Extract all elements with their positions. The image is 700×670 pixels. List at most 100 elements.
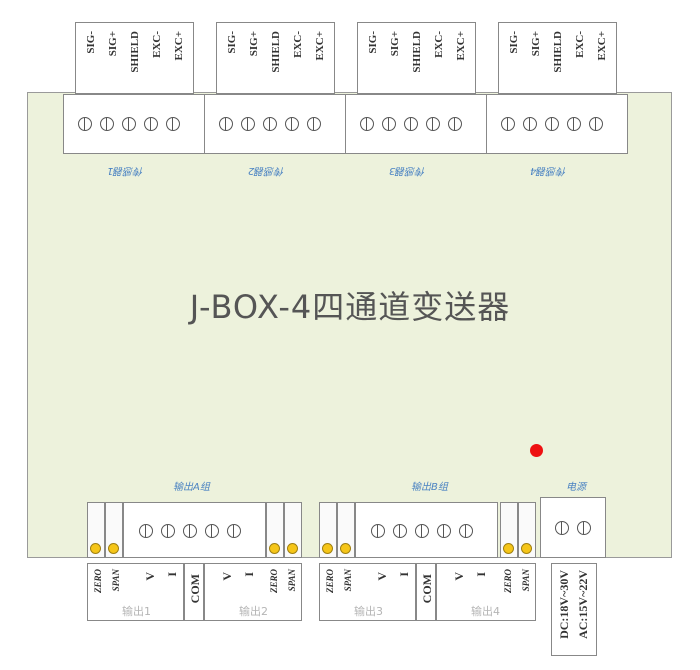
span-trim-led-1[interactable] [108, 543, 119, 554]
screw-terminal-icon[interactable] [382, 117, 396, 131]
pin-sig-minus: SIG- [226, 31, 238, 54]
pin-exc-minus: EXC- [292, 31, 304, 58]
pin-sig-plus: SIG+ [107, 31, 119, 57]
power-dc-spec: DC:18V~30V [557, 570, 571, 639]
output-1-label-box: ZERO SPAN V I 输出1 [87, 563, 184, 621]
screw-terminal-icon[interactable] [426, 117, 440, 131]
pin-sig-minus: SIG- [85, 31, 97, 54]
screw-terminal-icon[interactable] [360, 117, 374, 131]
pin-span: SPAN [343, 569, 353, 592]
zero-trim-led-4[interactable] [503, 543, 514, 554]
output-1-label: 输出1 [122, 605, 151, 618]
screw-terminal-icon[interactable] [183, 524, 197, 538]
pin-exc-plus: EXC+ [596, 31, 608, 61]
screw-terminal-icon[interactable] [307, 117, 321, 131]
screw-terminal-icon[interactable] [404, 117, 418, 131]
zero-trim-led-1[interactable] [90, 543, 101, 554]
screw-terminal-icon[interactable] [567, 117, 581, 131]
screw-terminal-icon[interactable] [415, 524, 429, 538]
power-spec-box: DC:18V~30V AC:15V~22V [551, 563, 597, 656]
sensor-label-2: 传感器2 [248, 165, 285, 176]
power-ac-spec: AC:15V~22V [576, 570, 590, 639]
pin-span: SPAN [521, 569, 531, 592]
screw-terminal-icon[interactable] [589, 117, 603, 131]
output-3-label-box: ZERO SPAN V I 输出3 [319, 563, 416, 621]
output-b-terminal-block [355, 502, 498, 558]
status-indicator-dot [530, 444, 543, 457]
pin-com: COM [188, 574, 202, 604]
screw-terminal-icon[interactable] [227, 524, 241, 538]
pin-sig-minus: SIG- [367, 31, 379, 54]
screw-terminal-icon[interactable] [219, 117, 233, 131]
screw-terminal-icon[interactable] [161, 524, 175, 538]
pin-exc-plus: EXC+ [173, 31, 185, 61]
device-title: J-BOX-4四通道变送器 [189, 288, 511, 326]
pin-span: SPAN [287, 569, 297, 592]
sensor-pin-box-2: SIG- SIG+ SHIELD EXC- EXC+ [216, 22, 335, 94]
screw-terminal-icon[interactable] [545, 117, 559, 131]
pin-i: I [474, 572, 488, 577]
sensor-label-4: 传感器4 [530, 165, 567, 176]
span-trim-led-2[interactable] [287, 543, 298, 554]
screw-terminal-icon[interactable] [393, 524, 407, 538]
sensor-pin-box-4: SIG- SIG+ SHIELD EXC- EXC+ [498, 22, 617, 94]
pin-v: V [452, 572, 466, 581]
pin-shield: SHIELD [552, 31, 564, 73]
pin-i: I [242, 572, 256, 577]
power-label: 电源 [566, 482, 586, 493]
output-2-label-box: V I ZERO SPAN 输出2 [204, 563, 302, 621]
screw-terminal-icon[interactable] [78, 117, 92, 131]
pin-v: V [143, 572, 157, 581]
sensor-terminal-block-2 [204, 94, 346, 154]
screw-terminal-icon[interactable] [459, 524, 473, 538]
pin-zero: ZERO [93, 569, 103, 594]
screw-terminal-icon[interactable] [205, 524, 219, 538]
output-4-label-box: V I ZERO SPAN 输出4 [436, 563, 536, 621]
pin-exc-plus: EXC+ [314, 31, 326, 61]
pin-shield: SHIELD [270, 31, 282, 73]
sensor-label-3: 传感器3 [389, 165, 426, 176]
output-4-label: 输出4 [471, 605, 500, 618]
screw-terminal-icon[interactable] [139, 524, 153, 538]
screw-terminal-icon[interactable] [285, 117, 299, 131]
pin-exc-minus: EXC- [151, 31, 163, 58]
pin-i: I [397, 572, 411, 577]
sensor-terminal-block-4 [486, 94, 628, 154]
pin-v: V [220, 572, 234, 581]
screw-terminal-icon[interactable] [241, 117, 255, 131]
span-trim-led-4[interactable] [521, 543, 532, 554]
screw-terminal-icon[interactable] [501, 117, 515, 131]
pin-zero: ZERO [269, 569, 279, 594]
pin-v: V [375, 572, 389, 581]
screw-terminal-icon[interactable] [263, 117, 277, 131]
sensor-terminal-block-3 [345, 94, 487, 154]
screw-terminal-icon[interactable] [555, 521, 569, 535]
pin-shield: SHIELD [129, 31, 141, 73]
sensor-pin-box-1: SIG- SIG+ SHIELD EXC- EXC+ [75, 22, 194, 94]
screw-terminal-icon[interactable] [448, 117, 462, 131]
output-a-terminal-block [123, 502, 266, 558]
pin-zero: ZERO [325, 569, 335, 594]
group-a-label: 输出A组 [173, 482, 210, 493]
sensor-pin-box-3: SIG- SIG+ SHIELD EXC- EXC+ [357, 22, 476, 94]
pin-exc-minus: EXC- [433, 31, 445, 58]
pin-sig-plus: SIG+ [389, 31, 401, 57]
screw-terminal-icon[interactable] [122, 117, 136, 131]
zero-trim-led-3[interactable] [322, 543, 333, 554]
output-3-label: 输出3 [354, 605, 383, 618]
screw-terminal-icon[interactable] [371, 524, 385, 538]
zero-trim-led-2[interactable] [269, 543, 280, 554]
screw-terminal-icon[interactable] [166, 117, 180, 131]
screw-terminal-icon[interactable] [523, 117, 537, 131]
screw-terminal-icon[interactable] [100, 117, 114, 131]
pin-exc-minus: EXC- [574, 31, 586, 58]
screw-terminal-icon[interactable] [437, 524, 451, 538]
output-2-label: 输出2 [239, 605, 268, 618]
pin-zero: ZERO [503, 569, 513, 594]
screw-terminal-icon[interactable] [577, 521, 591, 535]
pin-sig-minus: SIG- [508, 31, 520, 54]
power-terminal-block [540, 497, 606, 558]
screw-terminal-icon[interactable] [144, 117, 158, 131]
span-trim-led-3[interactable] [340, 543, 351, 554]
pin-exc-plus: EXC+ [455, 31, 467, 61]
